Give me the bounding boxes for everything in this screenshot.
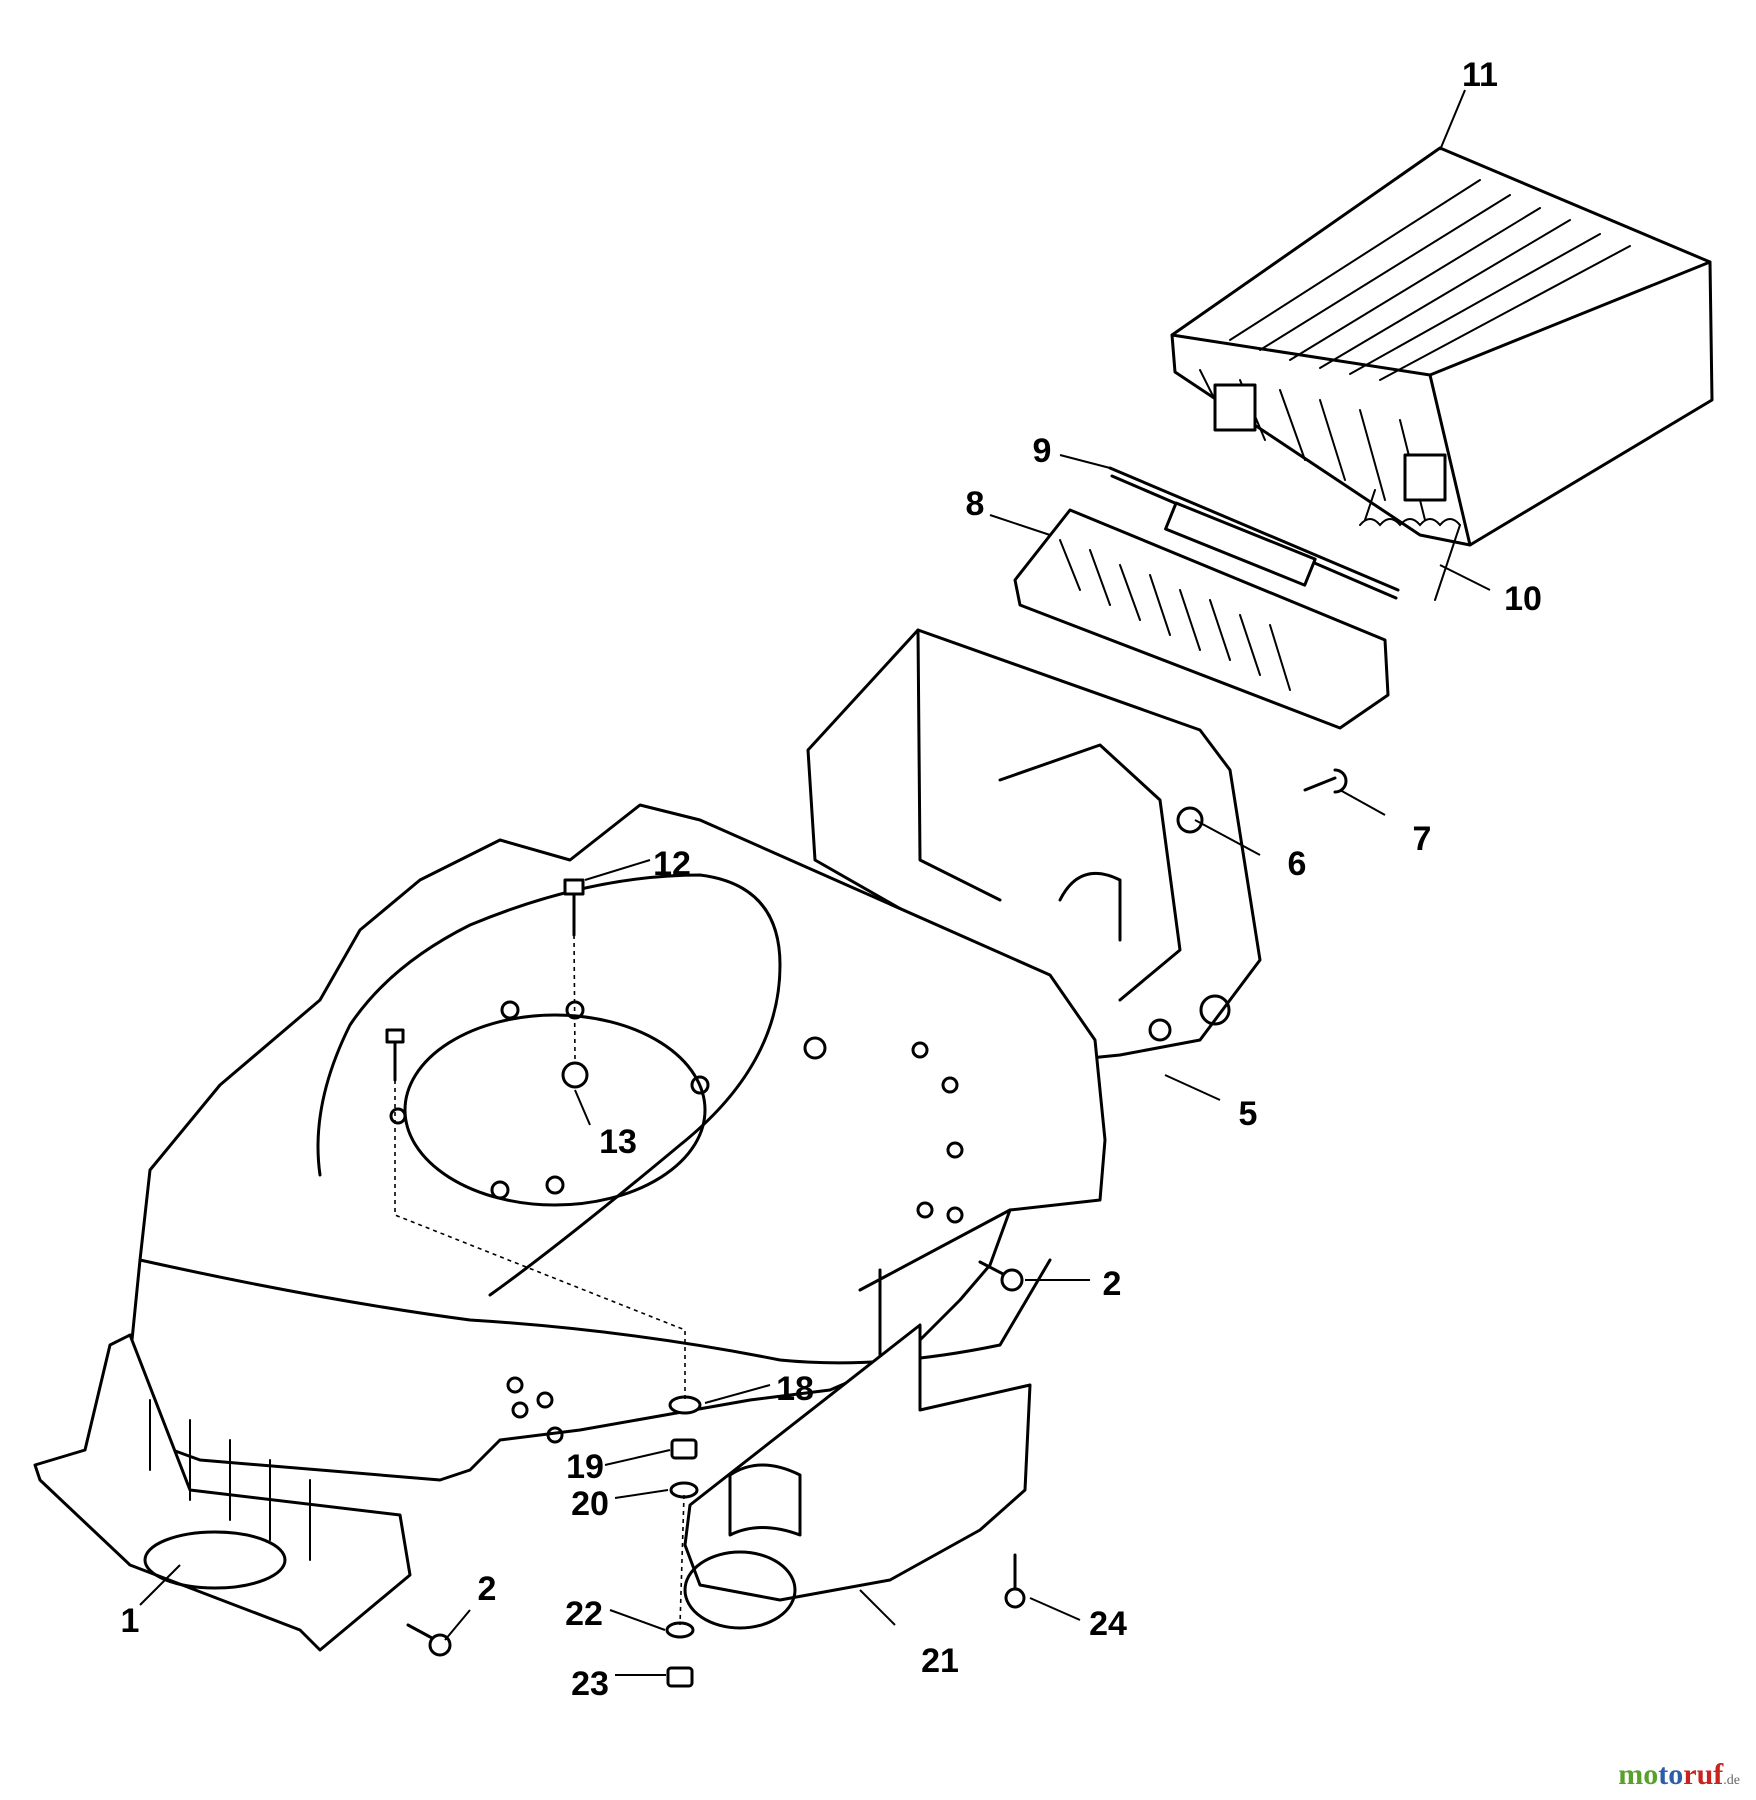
assembly-lines [394, 934, 686, 1626]
leader-lines [139, 89, 1491, 1676]
callout-label: 5 [1239, 1095, 1258, 1133]
part-8-hinge-bracket [1013, 501, 1390, 730]
part-2-screw-left [406, 1623, 452, 1657]
watermark-logo: motoruf.de [1618, 1758, 1740, 1792]
callout-label: 19 [566, 1448, 604, 1486]
part-13-nut [561, 1061, 589, 1089]
bolt-left [385, 1028, 405, 1082]
part-10-torsion-spring [1359, 489, 1462, 601]
callout-label: 21 [921, 1642, 959, 1680]
callout-label: 10 [1504, 580, 1542, 618]
callout-label: 12 [653, 845, 691, 883]
callout-label: 2 [478, 1570, 497, 1608]
callout-label: 6 [1288, 845, 1307, 883]
callout-label: 2 [1103, 1265, 1122, 1303]
part-23-nut [666, 1666, 694, 1688]
watermark-part1: mo [1618, 1758, 1659, 1791]
part-19-nut [670, 1438, 698, 1460]
watermark-part2: to [1658, 1758, 1684, 1791]
part-12-bolt [563, 878, 585, 937]
part-24-screw [1004, 1553, 1026, 1609]
callout-label: 22 [565, 1595, 603, 1633]
callout-label: 20 [571, 1485, 609, 1523]
part-22-washer [665, 1621, 695, 1639]
callout-labels: 11 9 8 10 7 6 12 13 5 2 18 19 20 1 2 22 … [121, 56, 1542, 1703]
callout-label: 18 [776, 1370, 814, 1408]
callout-label: 11 [1462, 56, 1498, 94]
part-2-screw-right [978, 1260, 1024, 1292]
part-7-screw [1303, 768, 1348, 794]
part-1-front-guard [33, 1333, 412, 1652]
part-11-flap-cover [1170, 146, 1714, 547]
watermark-suffix: .de [1723, 1773, 1740, 1788]
callout-label: 13 [599, 1123, 637, 1161]
callout-label: 23 [571, 1665, 609, 1703]
callout-label: 9 [1033, 432, 1052, 470]
callout-label: 24 [1089, 1605, 1127, 1643]
part-18-washer [668, 1395, 702, 1415]
callout-label: 1 [121, 1602, 140, 1640]
callout-label: 7 [1413, 820, 1432, 858]
part-21-discharge-cover [683, 1323, 1032, 1630]
part-20-washer [669, 1481, 699, 1499]
callout-label: 8 [966, 485, 985, 523]
watermark-part3: ruf [1683, 1758, 1724, 1791]
